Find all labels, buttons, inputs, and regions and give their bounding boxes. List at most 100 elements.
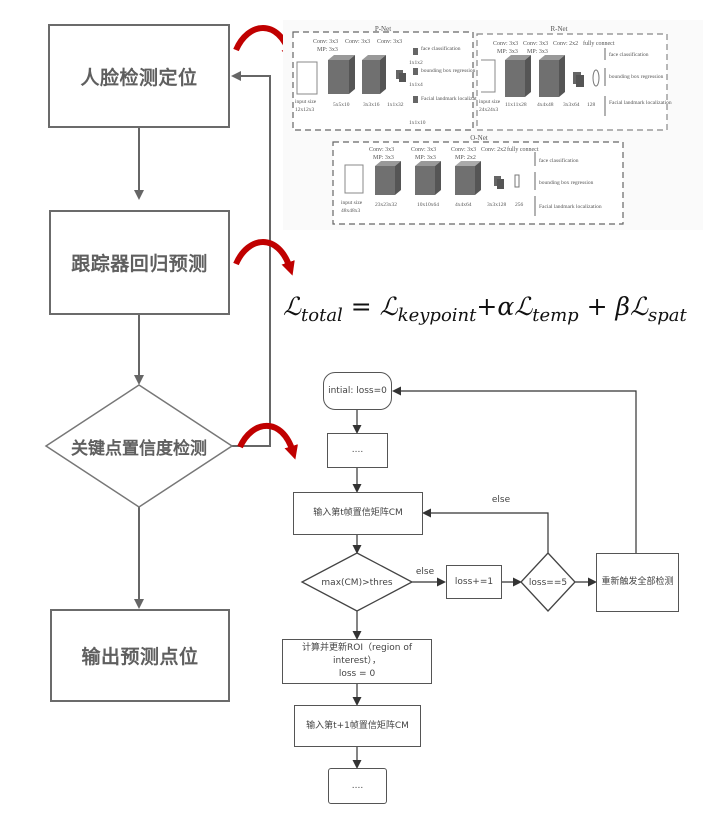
onet-layer-label: MP: 2x2 (455, 155, 476, 161)
loss-increment-label: loss+=1 (454, 576, 494, 587)
decision-max-cm-label: max(CM)>thres (321, 578, 392, 588)
formula-L: ℒ (379, 292, 398, 321)
onet-size-label: 23x23x32 (375, 202, 397, 208)
else-label-up: else (492, 495, 511, 505)
red-curved-arrow-2 (233, 239, 295, 276)
loss-increment-box: loss+=1 (446, 565, 502, 599)
start-node-label: intial: loss=0 (328, 385, 387, 396)
onet-conv-block (494, 176, 504, 189)
decision-loss-label: loss==5 (529, 578, 567, 588)
onet-layer-label: MP: 3x3 (415, 155, 436, 161)
ellipsis-top-label: .... (351, 445, 364, 455)
input-next-cm-label: 输入第t+1帧置信矩阵CM (306, 720, 409, 731)
rnet-size-label: 11x11x28 (505, 102, 527, 108)
rnet-size-label: input size (479, 99, 501, 105)
pnet-input-image (296, 61, 318, 95)
rnet-conv-block (539, 55, 565, 97)
step-tracker-regression-label: 跟踪器回归预测 (71, 253, 208, 275)
decision-max-cm-shape (300, 552, 414, 612)
flow-arrow-reset (392, 386, 637, 554)
redetect-box: 重新触发全部检测 (596, 553, 679, 612)
formula-L: ℒ (514, 292, 533, 321)
pnet-layer-label: Conv: 3x3 (313, 39, 338, 45)
step-output-points: 输出预测点位 (50, 609, 230, 702)
pnet-size-label: 1x1x32 (387, 102, 404, 108)
pnet-output-label: bounding box regression (421, 68, 476, 74)
flow-arrow-else-back (422, 508, 549, 555)
pnet-conv-block (328, 55, 355, 94)
pnet-conv-block (396, 70, 406, 82)
onet-layer-label: MP: 3x3 (373, 155, 394, 161)
arrow-feedback-loop (231, 71, 271, 447)
step-output-points-label: 输出预测点位 (81, 646, 199, 668)
formula-beta: β (615, 292, 630, 321)
rnet-output-label: bounding box regression (609, 74, 664, 80)
update-roi-box: 计算并更新ROI（region of interest）， loss = 0 (282, 639, 432, 684)
update-roi-label-line1: 计算并更新ROI（region of interest）， (302, 643, 412, 666)
rnet-layer-label: fully connect (583, 40, 615, 47)
pnet-size-label: input size (295, 99, 317, 105)
pnet-conv-block (362, 55, 386, 94)
formula-sub-spat: spat (648, 305, 687, 326)
pnet-layer-label: Conv: 3x3 (345, 39, 370, 45)
formula-alpha: α (497, 292, 515, 321)
pnet-panel: P-Net Conv: 3x3 MP: 3x3 Conv: 3x3 Conv: … (292, 25, 484, 131)
onet-conv-block (415, 161, 441, 195)
rnet-layer-label: Conv: 3x3 (493, 41, 518, 47)
onet-size-label: 256 (515, 202, 524, 208)
step-face-detection: 人脸检测定位 (48, 24, 230, 128)
ellipsis-bottom-label: .... (351, 780, 364, 791)
rnet-layer-label: Conv: 2x2 (553, 41, 578, 47)
onet-title: O-Net (470, 134, 488, 142)
rnet-size-label: 24x24x3 (479, 107, 499, 113)
formula-sub-keypoint: keypoint (397, 305, 477, 326)
onet-size-label: 4x4x64 (455, 202, 472, 208)
formula-equals: = (350, 292, 372, 321)
rnet-size-label: 4x4x48 (537, 102, 554, 108)
pnet-output-dim: 1x1x2 (409, 60, 423, 66)
formula-L: ℒ (283, 292, 302, 321)
redetect-label: 重新触发全部检测 (601, 577, 674, 587)
step-face-detection-label: 人脸检测定位 (80, 66, 198, 89)
ellipsis-box-top: .... (327, 433, 388, 468)
onet-output-label: Facial landmark localization (539, 204, 602, 210)
onet-output-label: bounding box regression (539, 180, 594, 186)
step-keypoint-confidence-label: 关键点置信度检测 (71, 438, 207, 459)
start-node: intial: loss=0 (323, 372, 392, 410)
onet-layer-label: Conv: 2x2 (481, 147, 506, 153)
pnet-size-label: 12x12x3 (295, 107, 315, 113)
onet-size-label: input size (341, 200, 363, 206)
rnet-output-label: Facial landmark localization (609, 100, 672, 106)
mtcnn-network-figure: P-Net Conv: 3x3 MP: 3x3 Conv: 3x3 Conv: … (283, 20, 703, 230)
onet-size-label: 3x3x128 (487, 202, 507, 208)
onet-conv-block (455, 161, 481, 195)
onet-layer-label: Conv: 3x3 (411, 147, 436, 153)
step-keypoint-confidence: 关键点置信度检测 (46, 432, 232, 460)
input-cm-label: 输入第t帧置信矩阵CM (313, 508, 403, 518)
pnet-size-label: 5x5x10 (333, 102, 350, 108)
formula-plus: + (476, 292, 498, 321)
pnet-output-dim: 1x1x10 (409, 120, 426, 126)
rnet-layer-label: Conv: 3x3 (523, 41, 548, 47)
rnet-output-label: face classification (609, 51, 649, 58)
pnet-output-label: face classification (421, 45, 461, 52)
input-cm-box: 输入第t帧置信矩阵CM (293, 492, 423, 535)
onet-conv-block (375, 161, 401, 195)
rnet-panel: R-Net Conv: 3x3 MP: 3x3 Conv: 3x3 MP: 3x… (476, 25, 672, 131)
decision-loss-shape (520, 552, 576, 612)
ellipsis-box-bottom: .... (328, 768, 387, 804)
rnet-conv-block (505, 55, 531, 97)
formula-plus: + (578, 292, 616, 321)
rnet-layer-label: MP: 3x3 (527, 49, 548, 55)
step-tracker-regression: 跟踪器回归预测 (49, 210, 230, 315)
rnet-title: R-Net (550, 25, 567, 33)
formula-L: ℒ (630, 292, 649, 321)
pnet-size-label: 3x3x16 (363, 102, 380, 108)
onet-layer-label: Conv: 3x3 (369, 147, 394, 153)
formula-sub-total: total (301, 305, 343, 326)
else-label-right: else (416, 567, 435, 577)
pnet-output-dim: 1x1x4 (409, 82, 423, 88)
onet-size-label: 10x10x64 (417, 202, 439, 208)
